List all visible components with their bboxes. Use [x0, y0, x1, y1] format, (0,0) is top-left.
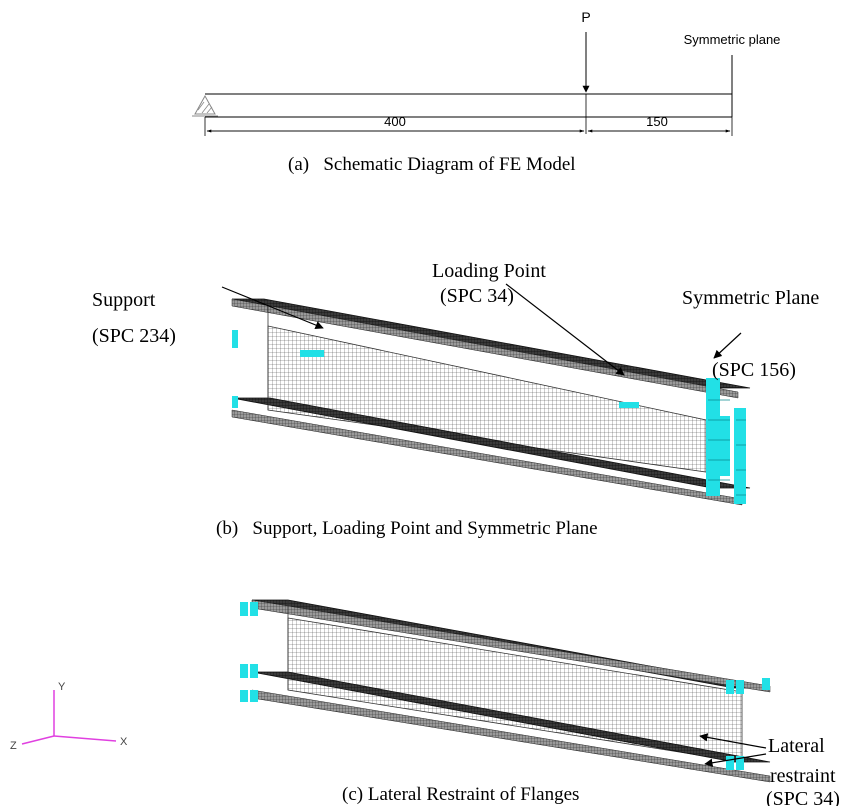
loading-arrow: [505, 283, 625, 376]
dimension-150: 150: [587, 114, 731, 133]
lateral-label-line2: restraint: [770, 765, 836, 787]
triad-z-label: Z: [10, 740, 17, 752]
schematic-diagram: P Symmetric plane 400 150 (a) Schematic …: [192, 9, 780, 175]
triad-y-label: Y: [58, 681, 66, 693]
support-arrow: [221, 286, 324, 330]
bottom-flange-mesh-c: [251, 671, 771, 763]
fe-mesh-view-b: Support (SPC 234) Loading Point (SPC 34)…: [92, 260, 819, 539]
fe-mesh-view-c: Lateral restraint (SPC 34) (c) Lateral R…: [240, 599, 840, 806]
caption-b: (b) Support, Loading Point and Symmetric…: [216, 518, 598, 539]
loading-spc-label: (SPC 34): [440, 285, 514, 307]
caption-a: (a) Schematic Diagram of FE Model: [288, 154, 576, 175]
triad-x-label: X: [120, 736, 128, 748]
symmetric-arrow: [713, 332, 742, 359]
triad-x-axis: [53, 735, 117, 742]
caption-c: (c) Lateral Restraint of Flanges: [342, 784, 579, 805]
support-nodes-left: [232, 330, 238, 348]
loading-point-label: Loading Point: [432, 260, 546, 282]
support-spc-label: (SPC 234): [92, 325, 176, 347]
lateral-spc-label: (SPC 34): [766, 788, 840, 806]
triad-z-axis: [21, 735, 55, 745]
symmetric-plane-view-label: Symmetric Plane: [682, 287, 819, 309]
dimension-400: 400: [206, 114, 585, 133]
lateral-arrow-bottom: [704, 753, 767, 767]
lateral-arrow-top: [699, 733, 767, 749]
pin-support-icon: [192, 94, 218, 117]
bottom-flange-lip-b: [231, 409, 743, 506]
boundary-nodes-b: [232, 330, 746, 504]
lateral-restraint-nodes: [240, 602, 770, 770]
dimension-400-label: 400: [384, 114, 406, 129]
symmetric-spc-label: (SPC 156): [712, 359, 796, 381]
lateral-label-line1: Lateral: [768, 735, 825, 757]
symmetric-plane-label: Symmetric plane: [684, 32, 781, 47]
bottom-flange-mesh-b: [231, 397, 751, 489]
top-flange-lip-b: [231, 298, 739, 399]
loading-nodes: [619, 402, 639, 408]
load-label: P: [581, 9, 590, 25]
coordinate-triad: Y X Z: [10, 681, 128, 752]
symmetric-plane-nodes: [706, 378, 746, 504]
support-label: Support: [92, 289, 156, 311]
dimension-150-label: 150: [646, 114, 668, 129]
support-nodes: [300, 350, 324, 357]
